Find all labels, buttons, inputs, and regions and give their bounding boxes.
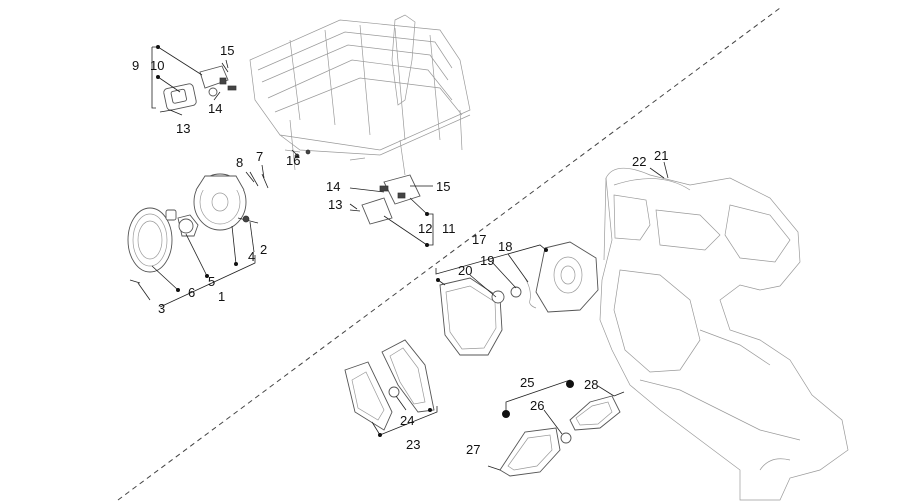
callout-11: 11 [442,221,456,236]
callout-19: 19 [480,253,494,268]
callout-21: 21 [654,148,668,163]
callout-28: 28 [584,377,598,392]
callout-1: 1 [218,289,225,304]
callout-12: 12 [418,221,432,236]
callout-7: 7 [256,149,263,164]
front-position-light-left [344,339,435,431]
front-left-turn-indicator [159,62,237,113]
callout-8: 8 [236,155,243,170]
front-rack-drawing [249,14,471,176]
callout-9: 9 [132,58,139,73]
callout-labels: 9 10 15 14 13 8 7 16 2 4 5 6 1 3 14 15 1… [132,43,668,457]
callout-10: 10 [150,58,164,73]
headlamp-assembly [127,171,269,284]
front-shield-body-drawing [599,167,849,501]
callout-24: 24 [400,413,414,428]
callout-17: 17 [472,232,486,247]
front-position-light-right [487,391,625,477]
section-divider-line [117,7,781,501]
callout-15-top: 15 [220,43,234,58]
callout-6: 6 [188,285,195,300]
callout-23: 23 [406,437,420,452]
callout-13-top: 13 [176,121,190,136]
callout-22: 22 [632,154,646,169]
callout-3: 3 [158,301,165,316]
callout-27: 27 [466,442,480,457]
front-headlight-unit [439,241,599,356]
callout-14-right: 14 [326,179,340,194]
callout-26: 26 [530,398,544,413]
leader-lines [137,45,669,437]
callout-2: 2 [260,242,267,257]
callout-13-right: 13 [328,197,342,212]
callout-5: 5 [208,274,215,289]
callout-14-top: 14 [208,101,222,116]
callout-15-right: 15 [436,179,450,194]
callout-4: 4 [248,249,255,264]
front-right-turn-indicator [294,149,433,225]
callout-16: 16 [286,153,300,168]
callout-20: 20 [458,263,472,278]
callout-18: 18 [498,239,512,254]
callout-25: 25 [520,375,534,390]
